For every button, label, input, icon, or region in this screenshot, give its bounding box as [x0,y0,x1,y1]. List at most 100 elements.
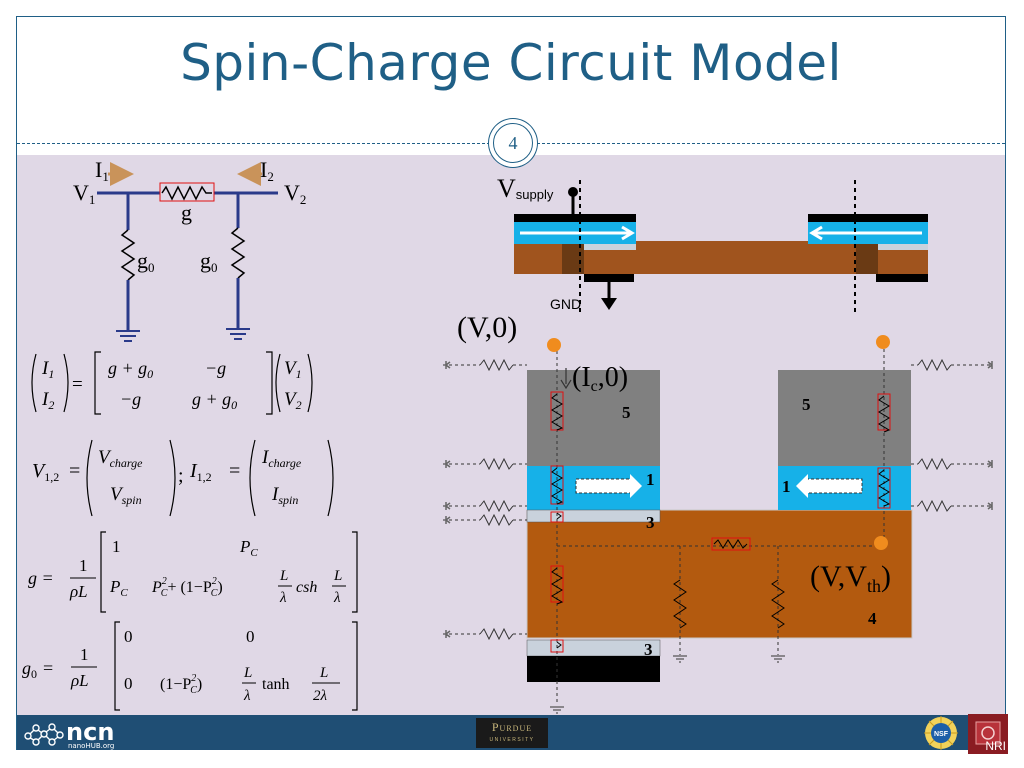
eq1-m22: g + g0 [192,389,237,412]
voltage-1-label: V1 [73,180,95,207]
left-magnet-top [514,214,636,222]
nri-logo[interactable]: NRI [968,714,1008,754]
left-bottom-contact [584,274,634,282]
series-resistor-symbol [161,185,212,201]
region-3-top [526,509,661,523]
region-4-label: 4 [868,609,877,628]
bottom-contact [527,656,660,682]
left-spin-arrowhead [630,474,642,498]
left-shunt-resistor [120,229,136,281]
eq1-lhs-top: I1 [41,358,54,381]
eq2-i-lhs: I1,2 [189,460,212,484]
eq3-csh: csh [296,579,317,596]
eq4-frac3-den: 2λ [313,688,328,704]
eq2-v-lhs: V1,2 [32,460,59,484]
purdue-name: Purdue [491,720,533,734]
equation-2: V1,2 = Vcharge Vspin ; I1,2 = Icharge Is… [32,439,334,517]
channel-dark-left [562,241,584,274]
current-1-label: I1 [95,157,109,184]
equation-1: I1 I2 = g + g0 −g −g g + g0 V1 V2 [31,351,313,415]
node-vth-dot [874,536,888,550]
voltage-2-label: V2 [284,180,306,207]
ncn-wordmark: ncn [66,718,114,746]
region-3-top-label: 3 [646,513,655,532]
internal-dashed-wiring [556,343,885,705]
eq1-m12: −g [205,358,226,378]
eq2-equals-2: = [229,460,240,482]
eq3-lhs: g = [28,568,54,588]
eq3-m12: PC [239,537,258,559]
nri-text: NRI [985,739,1006,753]
ncn-logo[interactable]: ncn nanoHUB.org [22,716,130,750]
node-vth-label: (V,Vth) [810,560,891,596]
eq4-frac3-num: L [319,665,328,681]
eq2-separator: ; [178,465,184,487]
external-leakage-resistors [443,358,992,641]
vsupply-label: Vsupply [497,174,554,203]
region-3-bottom-label: 3 [644,640,653,659]
eq3-m21: PC [109,577,128,599]
eq4-m11: 0 [124,627,133,646]
eq3-frac3-num: L [333,568,342,584]
left-spin-arrow-body [575,478,633,494]
eq2-i-top: Icharge [261,447,302,470]
eq1-m11: g + g0 [108,358,153,381]
eq2-v-top: Vcharge [98,447,143,470]
region-1-right-label: 1 [782,477,791,496]
node-top-right-dot [876,335,890,349]
channel-dark-right [856,241,878,274]
right-magnet-top [808,214,928,222]
resistor-zigzags [551,393,891,649]
lateral-spin-valve-device: Vsupply GND [497,174,928,312]
eq2-v-bot: Vspin [110,484,142,507]
eq4-tanh: tanh [262,676,290,693]
series-conductance-label: g [181,200,192,225]
region-5-right [778,370,911,466]
series-resistor-highlight [159,182,215,202]
gnd-label: GND [550,296,581,312]
node-ic-label: (Ic,0) [572,362,628,395]
node-v0-dot [547,338,561,352]
eq4-m21: 0 [124,674,133,693]
region-1-left-label: 1 [646,470,655,489]
purdue-sub: UNIVERSITY [489,737,535,743]
eq4-frac-num: 1 [80,645,89,664]
nsf-logo[interactable]: NSF [924,716,958,750]
eq4-frac2-num: L [243,665,252,681]
region-5-left [527,370,660,466]
purdue-logo[interactable]: Purdue UNIVERSITY [476,718,548,748]
nsf-text: NSF [934,731,949,738]
eq1-rhs-bot: V2 [284,389,302,412]
region-5-right-label: 5 [802,395,811,414]
right-bottom-contact [876,274,928,282]
ground-left [116,330,140,342]
eq3-frac-num: 1 [79,556,88,575]
highlighted-resistor-boxes [550,391,891,653]
terminal-arrows [445,361,993,638]
eq1-rhs-top: V1 [284,358,302,381]
eq3-m11: 1 [112,537,121,556]
right-shunt-label: g0 [200,248,218,275]
left-barrier [584,244,636,250]
region-5-left-label: 5 [622,403,631,422]
eq4-m12: 0 [246,627,255,646]
eq1-equals: = [72,374,83,395]
eq4-frac2-den: λ [243,688,251,704]
left-shunt-label: g0 [137,248,155,275]
eq3-frac2-den: λ [279,590,287,606]
page-number: 4 [493,123,533,163]
nri-chip-icon [975,721,1001,745]
eq3-frac-den: ρL [69,582,88,601]
slide-title: Spin-Charge Circuit Model [180,34,842,92]
eq3-frac3-den: λ [333,590,341,606]
eq1-m21: −g [120,389,141,409]
eq3-frac2-num: L [279,568,288,584]
region-3-bottom [526,639,661,657]
right-spin-arrowhead [796,474,808,498]
eq2-i-bot: Ispin [271,484,298,507]
region-4-copper [526,509,913,639]
